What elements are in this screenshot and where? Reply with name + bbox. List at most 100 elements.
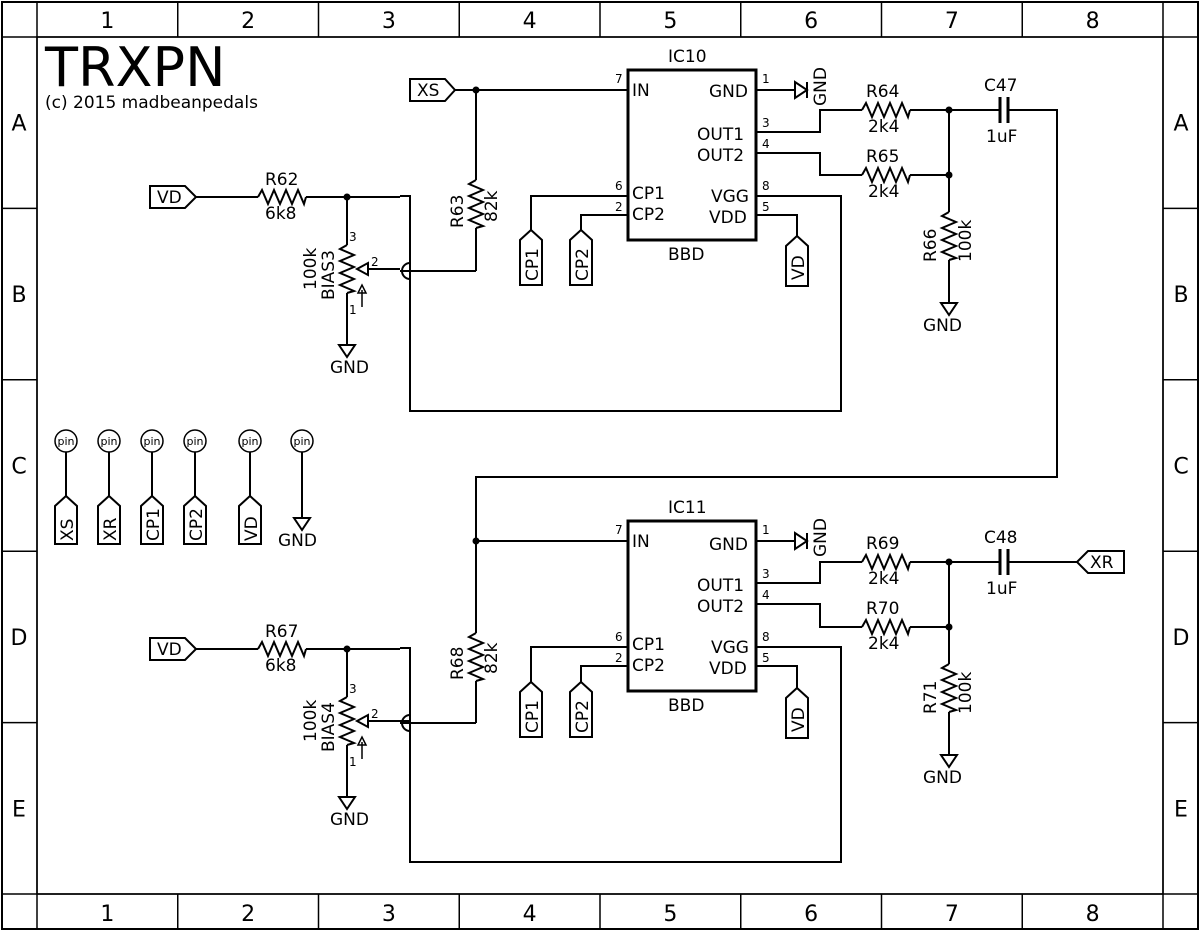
svg-text:GND: GND <box>330 358 369 378</box>
vd-port-stage2-input: VD <box>149 637 198 661</box>
svg-text:GND: GND <box>923 768 962 788</box>
frame-column-label-bottom: 4 <box>523 902 537 927</box>
svg-text:CP1: CP1 <box>632 635 665 655</box>
svg-text:CP2: CP2 <box>573 700 593 733</box>
svg-text:3: 3 <box>349 230 357 244</box>
svg-text:2: 2 <box>615 651 623 665</box>
r62-value: 6k8 <box>265 204 296 224</box>
r67-value: 6k8 <box>265 656 296 676</box>
svg-text:VD: VD <box>789 707 809 732</box>
svg-text:VD: VD <box>157 640 182 660</box>
svg-text:2: 2 <box>371 707 379 721</box>
r65-name: R65 <box>866 147 899 167</box>
svg-text:2: 2 <box>371 255 379 269</box>
pin-label: pin <box>100 435 117 448</box>
svg-text:CP1: CP1 <box>523 248 543 281</box>
pin-label: pin <box>143 435 160 448</box>
vd-port-stage1-input: VD <box>149 185 198 209</box>
frame-row-label-left: B <box>11 283 26 308</box>
r66-value: 100k <box>956 220 976 262</box>
svg-text:VDD: VDD <box>709 208 747 228</box>
copyright-text: (c) 2015 madbeanpedals <box>45 93 258 113</box>
r71-value: 100k <box>956 672 976 714</box>
bias3-value: 100k <box>301 248 321 290</box>
r64-name: R64 <box>866 82 899 102</box>
svg-text:XR: XR <box>1090 553 1114 573</box>
svg-text:5: 5 <box>762 200 770 214</box>
svg-text:IN: IN <box>632 81 650 101</box>
ic10-type: BBD <box>668 245 704 265</box>
svg-text:OUT2: OUT2 <box>697 597 744 617</box>
svg-text:1: 1 <box>762 72 770 86</box>
svg-text:5: 5 <box>762 651 770 665</box>
svg-text:6: 6 <box>615 630 623 644</box>
bias4-name: BIAS4 <box>319 702 339 752</box>
frame-column-label-bottom: 7 <box>945 902 959 927</box>
pin-label: pin <box>293 435 310 448</box>
frame-column-label-top: 1 <box>100 9 114 34</box>
svg-text:VGG: VGG <box>711 638 749 658</box>
r66-name: R66 <box>921 229 941 262</box>
frame-column-label-top: 7 <box>945 9 959 34</box>
ic11-body <box>626 519 758 693</box>
frame-column-label-top: 8 <box>1086 9 1100 34</box>
pin-gnd-label: GND <box>278 531 317 551</box>
r68-value: 82k <box>482 642 502 674</box>
ic10-name: IC10 <box>668 47 707 67</box>
xs-port-stage1: XS <box>409 78 457 102</box>
frame-column-label-bottom: 1 <box>100 902 114 927</box>
frame-column-label-top: 4 <box>523 9 537 34</box>
svg-text:1: 1 <box>349 755 357 769</box>
r67-name: R67 <box>265 622 298 642</box>
svg-text:CP1: CP1 <box>523 700 543 733</box>
pin-port-label: CP2 <box>187 508 207 541</box>
bias3-name: BIAS3 <box>319 250 339 300</box>
svg-text:7: 7 <box>615 523 623 537</box>
r63-name: R63 <box>448 195 468 228</box>
svg-text:1: 1 <box>762 523 770 537</box>
r69-name: R69 <box>866 534 899 554</box>
frame-row-label-left: E <box>12 797 26 822</box>
frame-row-label-right: C <box>1173 455 1188 480</box>
pin-port-label: CP1 <box>144 508 164 541</box>
svg-text:IN: IN <box>632 532 650 552</box>
svg-text:GND: GND <box>811 518 831 557</box>
svg-text:OUT2: OUT2 <box>697 146 744 166</box>
svg-text:4: 4 <box>762 137 770 151</box>
frame-column-label-bottom: 2 <box>241 902 255 927</box>
svg-text:1: 1 <box>349 303 357 317</box>
frame-column-label-top: 2 <box>241 9 255 34</box>
svg-text:4: 4 <box>762 588 770 602</box>
r65-value: 2k4 <box>868 182 899 202</box>
frame-row-label-right: A <box>1173 112 1188 137</box>
svg-text:GND: GND <box>923 316 962 336</box>
svg-text:VD: VD <box>789 255 809 280</box>
cp2-port-stage1: CP2 <box>569 228 593 286</box>
xr-port-output: XR <box>1075 550 1125 574</box>
frame-column-label-bottom: 3 <box>382 902 396 927</box>
svg-text:CP2: CP2 <box>573 248 593 281</box>
svg-text:VGG: VGG <box>711 187 749 207</box>
svg-text:GND: GND <box>330 810 369 830</box>
svg-text:3: 3 <box>762 567 770 581</box>
cp1-port-stage1: CP1 <box>519 228 543 286</box>
stage-1: XS R63 82k IC10 BBD IN CP1 CP2 GND OUT1 … <box>149 47 1058 541</box>
cp2-port-stage2: CP2 <box>569 680 593 738</box>
ic11-type: BBD <box>668 696 704 716</box>
r63-value: 82k <box>482 190 502 222</box>
frame-column-label-top: 5 <box>663 9 677 34</box>
r70-value: 2k4 <box>868 634 899 654</box>
c48-value: 1uF <box>986 579 1017 599</box>
pin-label: pin <box>186 435 203 448</box>
c47-name: C47 <box>984 76 1018 96</box>
frame-column-label-bottom: 5 <box>663 902 677 927</box>
svg-text:VD: VD <box>157 188 182 208</box>
pin-port-label: XS <box>58 519 78 541</box>
c48-name: C48 <box>984 528 1018 548</box>
svg-text:3: 3 <box>762 116 770 130</box>
svg-text:VDD: VDD <box>709 659 747 679</box>
frame-row-label-right: D <box>1173 626 1190 651</box>
svg-text:XS: XS <box>417 81 439 101</box>
svg-text:6: 6 <box>615 179 623 193</box>
